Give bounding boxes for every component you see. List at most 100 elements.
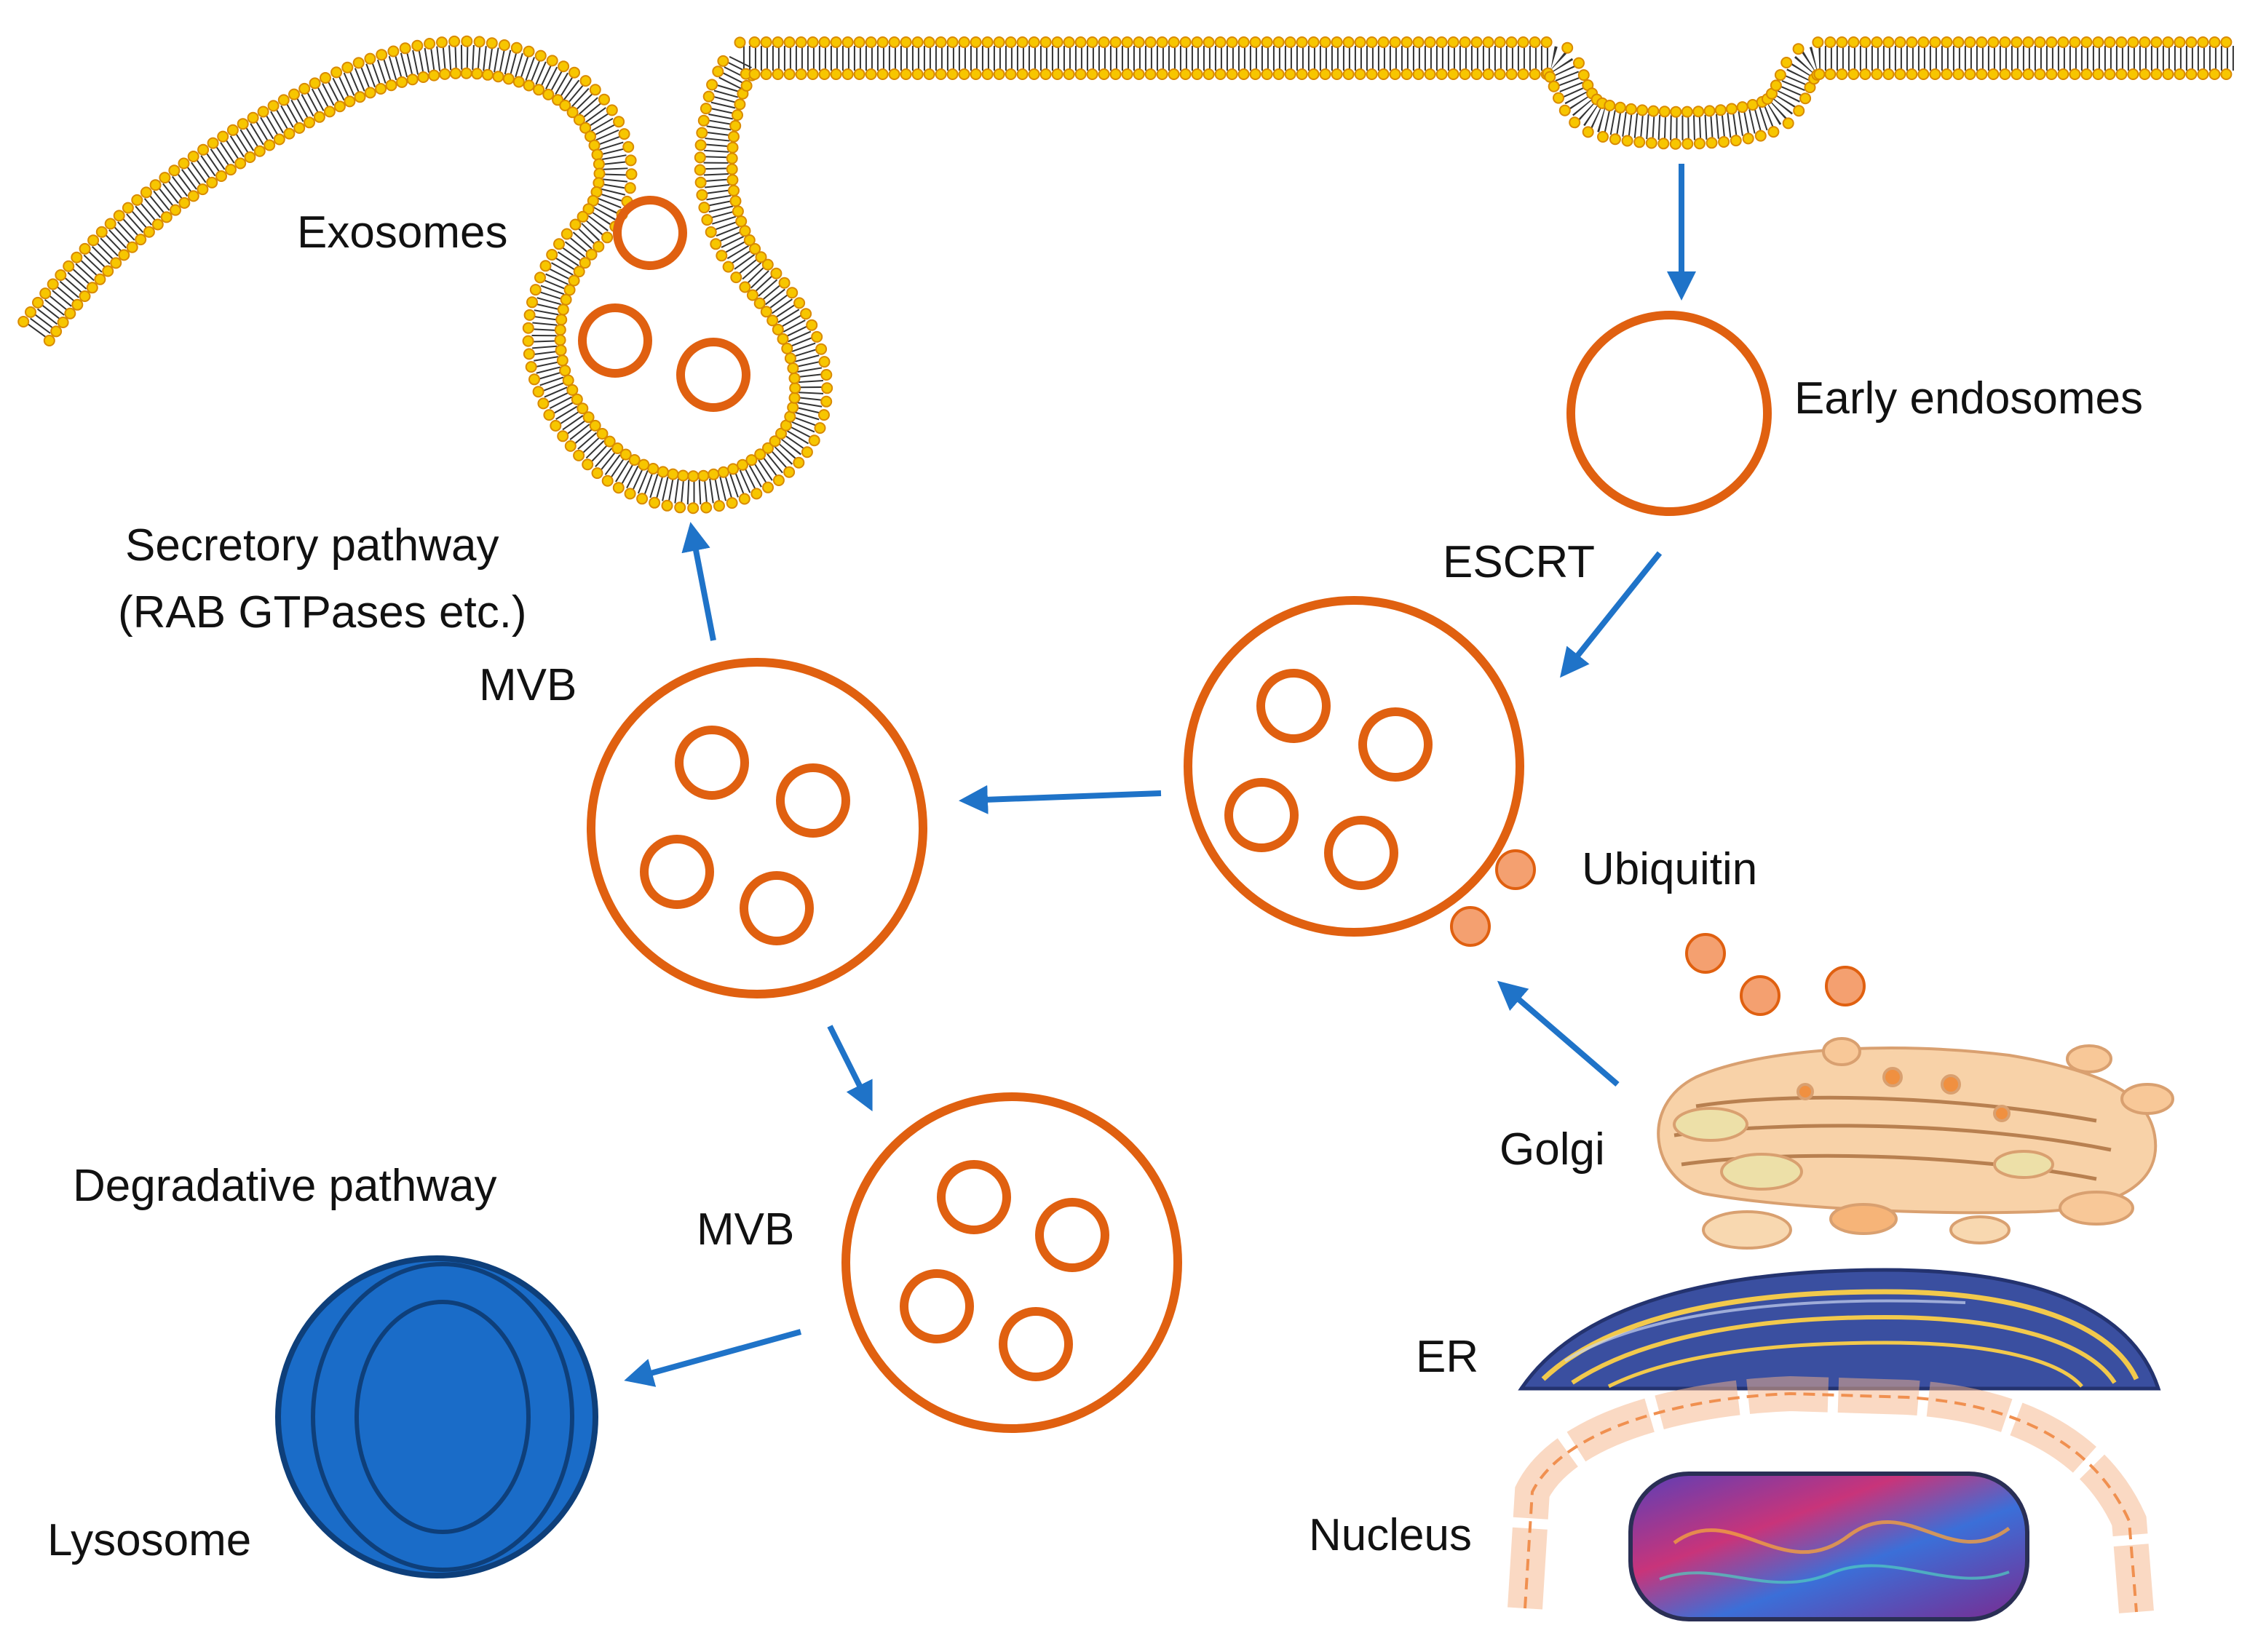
lipid-head (1952, 36, 1965, 48)
lipid-head (1168, 36, 1180, 48)
lipid-head (1214, 36, 1227, 48)
lipid-head (865, 36, 877, 48)
label-degradative-pathway: Degradative pathway (73, 1161, 496, 1211)
lipid-head (911, 36, 924, 48)
lipid-head (1793, 105, 1805, 117)
lipid-head (596, 428, 609, 440)
lipid-head (1714, 104, 1727, 116)
lipid-head (1658, 106, 1671, 118)
lipid-head (647, 463, 659, 474)
lipid-head (603, 435, 616, 448)
lipid-head (225, 164, 237, 176)
ubiquitin-dot (1685, 933, 1726, 974)
lipid-head (783, 68, 796, 80)
lipid-head (1774, 69, 1786, 81)
lipid-head (257, 106, 269, 118)
lipid-head (1319, 36, 1331, 48)
lipid-head (694, 139, 707, 151)
lipid-head (1435, 68, 1448, 80)
lipid-head (743, 234, 756, 246)
lipid-head (1028, 36, 1040, 48)
lipid-head (1482, 68, 1494, 80)
lipid-head (512, 76, 525, 88)
lipid-head (1109, 36, 1122, 48)
lipid-head (71, 298, 84, 311)
lipid-head (2080, 36, 2093, 48)
lipid-head (619, 448, 632, 461)
lipid-head (1505, 68, 1518, 80)
lipid-head (1401, 68, 1413, 80)
lipid-head (770, 267, 783, 279)
lipid-head (546, 55, 558, 67)
lipid-head (110, 257, 122, 269)
lipid-head (104, 218, 116, 230)
lipid-head (735, 215, 748, 228)
lipid-head (958, 36, 970, 48)
lipid-head (568, 274, 580, 287)
lipid-head (1331, 36, 1343, 48)
lipid-head (657, 466, 669, 478)
lipid-head (818, 409, 830, 421)
lipid-head (1272, 36, 1285, 48)
lipid-head (1203, 36, 1215, 48)
lipid-head (1718, 136, 1730, 148)
label-mvb-top: MVB (479, 660, 577, 710)
lipid-head (1746, 99, 1759, 111)
lipid-head (1237, 36, 1250, 48)
intraluminal-vesicle (1224, 778, 1299, 852)
lipid-head (582, 411, 595, 424)
golgi-arrow (1497, 980, 1620, 1087)
degradative-arrow (624, 1329, 802, 1387)
lipid-head (1086, 36, 1098, 48)
lipid-head (2209, 36, 2221, 48)
lipid-head (247, 111, 259, 124)
lipid-head (1647, 105, 1660, 117)
labels: Exosomes Early endosomes ESCRT Secretory… (47, 207, 2143, 1565)
lipid-head (778, 277, 791, 289)
lipid-head (726, 152, 738, 164)
lipid-head (1929, 68, 1941, 80)
lipid-head (694, 164, 706, 176)
mvb-middle (587, 658, 927, 998)
lipid-head (1133, 36, 1145, 48)
lipid-head (577, 210, 589, 223)
lipid-head (1859, 36, 1871, 48)
lipid-head (698, 202, 710, 214)
lipid-head (697, 469, 710, 482)
lipid-head (197, 183, 209, 196)
lipid-head (1074, 68, 1087, 80)
lipid-head (283, 127, 296, 140)
lipid-head (1693, 138, 1706, 150)
lipid-head (625, 168, 638, 180)
lipid-head (2150, 36, 2163, 48)
lipid-head (1447, 36, 1459, 48)
lipid-head (273, 133, 285, 146)
lipid-head (705, 226, 717, 238)
lipid-head (2092, 36, 2104, 48)
lipid-head (460, 67, 472, 79)
label-golgi: Golgi (1500, 1124, 1605, 1175)
lipid-head (313, 111, 325, 123)
lipid-head (288, 88, 300, 100)
intraluminal-vesicle (900, 1269, 974, 1343)
lipid-head (601, 231, 614, 244)
lipid-head (94, 273, 106, 285)
lipid-head (1614, 101, 1626, 114)
lipid-head (1051, 36, 1063, 48)
lipid-head (71, 251, 83, 263)
lipid-head (1296, 68, 1308, 80)
lipid-head (1051, 68, 1063, 80)
lipid-head (1366, 36, 1378, 48)
lipid-head (1307, 36, 1320, 48)
secretory-arrow (681, 522, 716, 641)
lipid-head (473, 36, 486, 48)
lipid-head (2045, 68, 2058, 80)
lipid-head (598, 93, 610, 106)
lipid-head (613, 116, 625, 128)
lipid-head (1109, 68, 1122, 80)
lipid-head (1319, 68, 1331, 80)
lipid-head (2069, 36, 2081, 48)
lipid-head (32, 296, 44, 309)
lipid-head (783, 36, 796, 48)
